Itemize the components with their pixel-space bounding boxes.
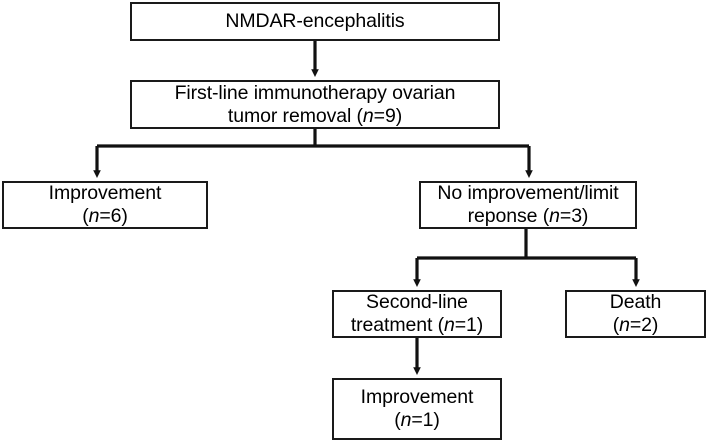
node-improvement-6-label: Improvement (n=6): [48, 182, 162, 227]
node-improvement-1-label: Improvement (n=1): [360, 386, 474, 431]
node-root-label: NMDAR-encephalitis: [225, 10, 405, 32]
node-no-improvement-3-label: No improvement/limit reponse (n=3): [437, 182, 619, 227]
node-improvement-6: Improvement (n=6): [2, 181, 208, 229]
node-no-improvement-3: No improvement/limit reponse (n=3): [419, 181, 637, 229]
node-second-line: Second-line treatment (n=1): [332, 290, 502, 338]
node-improvement-1: Improvement (n=1): [332, 378, 502, 440]
node-first-line-label: First-line immunotherapy ovarian tumor r…: [174, 81, 456, 127]
node-death-2-label: Death (n=2): [609, 291, 662, 336]
node-root: NMDAR-encephalitis: [130, 2, 500, 41]
node-first-line: First-line immunotherapy ovarian tumor r…: [130, 80, 500, 129]
node-second-line-label: Second-line treatment (n=1): [350, 291, 484, 336]
node-death-2: Death (n=2): [565, 290, 706, 338]
